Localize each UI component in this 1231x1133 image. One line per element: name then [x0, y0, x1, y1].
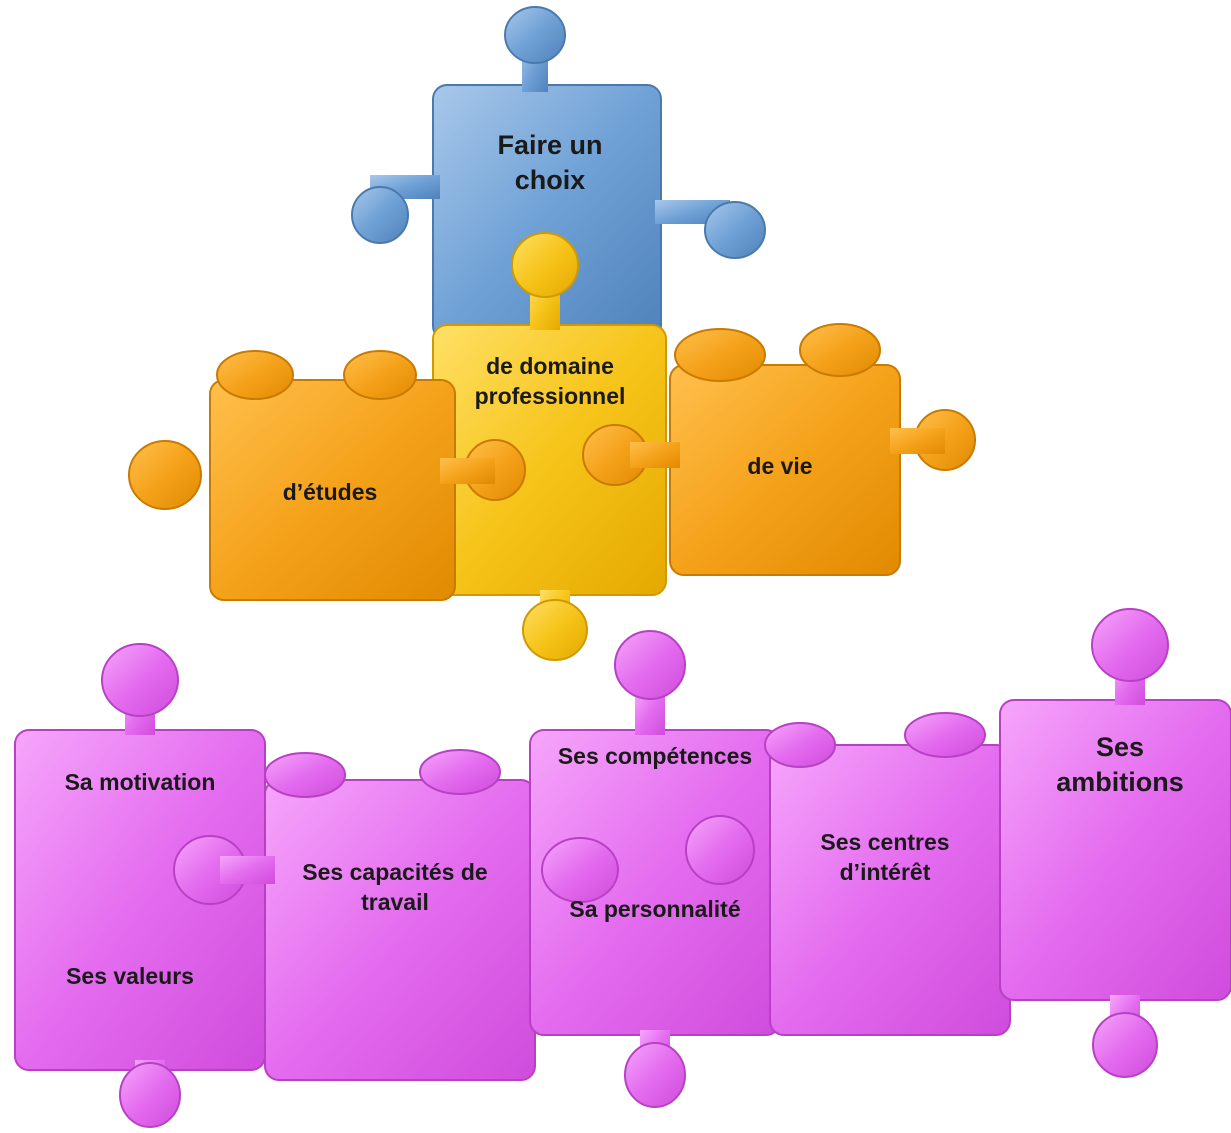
- label-domaine-line1: de domaine: [486, 353, 614, 379]
- label-etudes-text: d’études: [282, 479, 378, 505]
- label-competences-text: Ses compétences: [557, 743, 753, 769]
- label-capacites-line1: Ses capacités de: [302, 859, 488, 885]
- label-domaine-line2: professionnel: [474, 382, 626, 409]
- label-motivation: Sa motivation: [20, 768, 260, 798]
- label-ambitions-line1: Ses: [1095, 732, 1145, 762]
- label-centres-interet: Ses centres d’intérêt: [790, 828, 980, 888]
- puzzle-piece-motivation-valeurs: [14, 643, 266, 1128]
- label-centres-line1: Ses centres: [820, 829, 950, 855]
- label-de-vie: de vie: [700, 452, 860, 482]
- puzzle-piece-ambitions: [999, 608, 1231, 1078]
- label-valeurs-text: Ses valeurs: [66, 963, 194, 989]
- label-domaine-professionnel: de domaine professionnel: [445, 352, 655, 412]
- puzzle-piece-capacites: [173, 749, 536, 1081]
- puzzle-piece-faire-un-choix: [351, 6, 766, 341]
- label-capacites: Ses capacités de travail: [270, 858, 520, 918]
- label-motivation-text: Sa motivation: [64, 769, 216, 795]
- label-etudes: d’études: [240, 478, 420, 508]
- label-centres-line2: d’intérêt: [839, 858, 931, 885]
- puzzle-piece-de-vie: [582, 323, 976, 576]
- label-ambitions-line2: ambitions: [1056, 767, 1184, 798]
- label-competences: Ses compétences: [530, 742, 780, 772]
- label-faire-un-choix: Faire un choix: [460, 128, 640, 198]
- label-valeurs: Ses valeurs: [45, 962, 215, 992]
- puzzle-piece-competences-personnalite: [529, 630, 781, 1108]
- label-faire-un-choix-line2: choix: [514, 165, 586, 196]
- puzzle-piece-etudes: [128, 350, 526, 601]
- label-personnalite: Sa personnalité: [535, 895, 775, 925]
- label-personnalite-text: Sa personnalité: [569, 896, 741, 922]
- label-capacites-line2: travail: [361, 888, 429, 915]
- label-ambitions: Ses ambitions: [1030, 730, 1210, 800]
- label-de-vie-text: de vie: [747, 453, 813, 479]
- label-faire-un-choix-line1: Faire un: [497, 130, 603, 160]
